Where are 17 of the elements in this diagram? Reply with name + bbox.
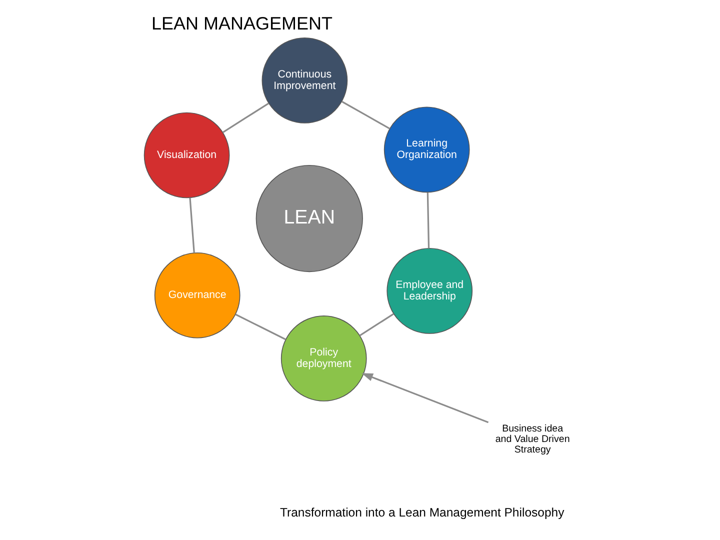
diagram-title: LEAN MANAGEMENT — [151, 13, 332, 34]
connector — [426, 192, 430, 248]
connector — [188, 198, 194, 254]
arrow — [361, 373, 488, 424]
node-circle: LEAN — [255, 164, 362, 272]
node-circle: Employee and Leadership — [386, 248, 472, 334]
connector — [358, 313, 394, 336]
label: Transformation into a Lean Management Philosophy — [280, 505, 564, 520]
node-circle: Learning Organization — [383, 106, 470, 193]
node-text: Business idea and Value Driven Strategy — [494, 423, 570, 456]
node-circle: Governance — [154, 252, 240, 338]
node-circle: Policy deployment — [280, 316, 366, 402]
connector — [222, 102, 268, 134]
node-circle: Visualization — [143, 112, 230, 198]
node-circle: Continuous Improvement — [261, 38, 348, 124]
connector — [341, 100, 390, 130]
connector — [234, 314, 286, 340]
